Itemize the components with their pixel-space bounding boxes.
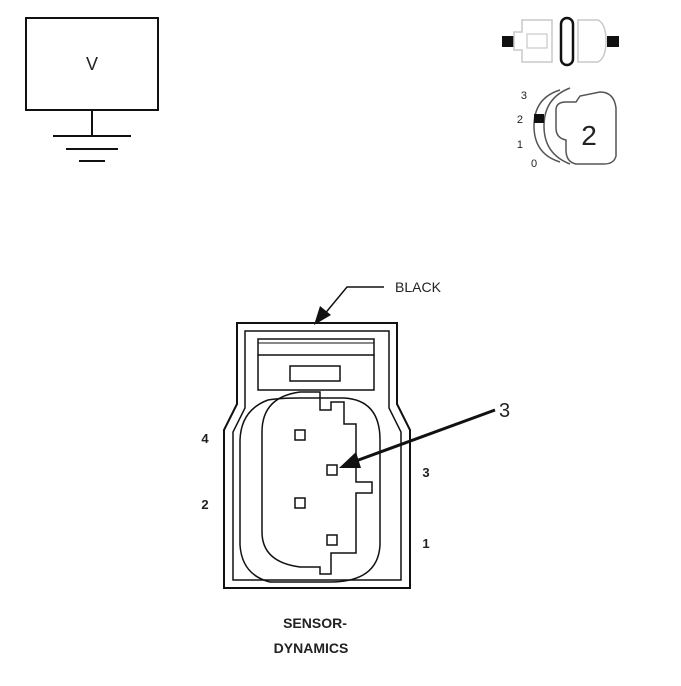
color-callout: BLACK: [314, 279, 442, 325]
connector-face: [223, 322, 411, 589]
ground-icon: [53, 110, 131, 162]
pin-label-2: 2: [201, 497, 208, 512]
pin-cavity-4: [294, 429, 306, 441]
pin-cavity-1: [326, 534, 338, 546]
disconnect-connector-icon: [502, 16, 619, 67]
ignition-switch-icon: 3 2 1 0 2: [517, 87, 617, 170]
ignition-position-2: 2: [517, 114, 523, 126]
pin-callout-number: 3: [499, 400, 510, 422]
pin-cavity-2: [294, 497, 306, 509]
connector-color-label: BLACK: [395, 279, 442, 295]
pin-cavity-3: [326, 464, 338, 476]
pin-label-4: 4: [201, 431, 209, 446]
connector-name-line1: SENSOR-: [283, 615, 347, 631]
ignition-position-0: 0: [531, 158, 537, 170]
ignition-key-number: 2: [581, 120, 597, 151]
pin-label-3: 3: [422, 465, 429, 480]
ignition-position-3: 3: [521, 90, 527, 102]
pin-callout: 3: [339, 400, 510, 468]
voltmeter-symbol: V: [25, 17, 159, 162]
voltmeter-label: V: [86, 54, 98, 74]
ignition-position-1: 1: [517, 139, 523, 151]
pin-label-1: 1: [422, 536, 429, 551]
connector-name-line2: DYNAMICS: [274, 640, 349, 656]
